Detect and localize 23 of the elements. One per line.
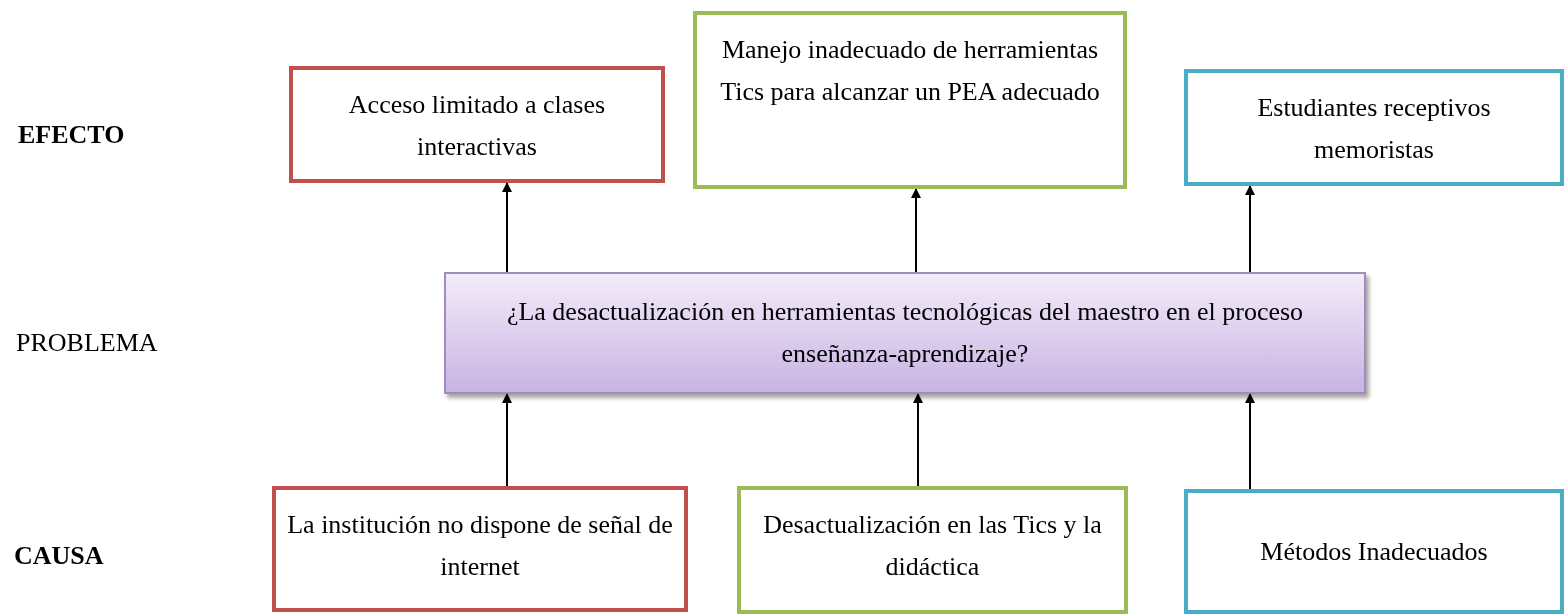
node-text: Acceso limitado a clases interactivas (347, 89, 607, 163)
text-box (1184, 69, 1564, 186)
node-text: Manejo inadecuado de herramientas Tics para alcanzar un PEA adecuado (719, 34, 1101, 108)
row-label: PROBLEMA (16, 328, 158, 358)
arrow (1245, 185, 1255, 273)
node-text: Estudiantes receptivos memoristas (1256, 92, 1492, 166)
node-text: Métodos Inadecuados (1260, 535, 1488, 568)
text-box (272, 486, 688, 612)
node-text: La institución no dispone de señal de internet (286, 509, 674, 583)
text-box (289, 66, 665, 183)
arrow (911, 188, 921, 273)
node-text: Desactualización en las Tics y la didáctica (762, 509, 1103, 583)
problem-box (444, 272, 1366, 394)
text-box (693, 11, 1127, 189)
text-box (737, 486, 1128, 614)
arrow (1245, 393, 1255, 490)
arrow (502, 182, 512, 273)
arrow (913, 393, 923, 487)
node-text: ¿La desactualización en herramientas tecnológicas del maestro en el proceso enseñanza-aprendizaje? (505, 296, 1305, 370)
row-label: CAUSA (14, 541, 104, 571)
row-label: EFECTO (18, 120, 125, 150)
text-box (1184, 489, 1564, 614)
arrow (502, 393, 512, 487)
